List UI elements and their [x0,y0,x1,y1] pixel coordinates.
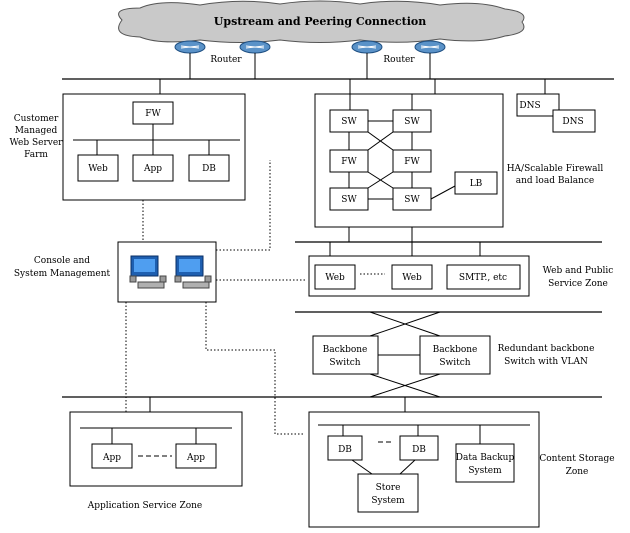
sw-bottom-right-label: SW [404,195,420,205]
backup-box [455,443,515,483]
cloud-label: Upstream and Peering Connection [214,15,426,28]
smtp-label: SMTP., etc [459,273,507,283]
lb-label: LB [470,179,483,189]
web-zone: Web Web SMTP., etc [308,255,530,297]
customer-db-box [188,154,230,182]
storage-db-2-label: DB [412,445,426,455]
backbone-left-label-1: Backbone [323,345,368,355]
customer-farm-label-1: Customer [14,114,59,124]
app-1-label: App [102,453,121,463]
sw-top-right-label: SW [404,117,420,127]
sw-top-left-label: SW [341,117,357,127]
fw-left-label: FW [341,157,357,167]
management-links [125,160,305,435]
router-right-a-icon [351,40,383,54]
storage-zone-label-2: Zone [566,467,589,477]
backup-label-1: Data Backup [456,453,515,463]
web-1-box [314,264,356,290]
customer-fw-label: FW [145,109,161,119]
customer-web-label: Web [88,164,108,174]
router-left-label: Router [210,55,242,65]
backbone-right-label-2: Switch [439,358,470,368]
fw-right-label: FW [404,157,420,167]
customer-app-box [132,154,174,182]
router-left-b-icon [239,40,271,54]
dns-a-label: DNS [519,101,540,111]
web-2-label: Web [402,273,422,283]
console-group [117,241,217,303]
customer-db-label: DB [202,164,216,174]
app-2-label: App [186,453,205,463]
web-1-label: Web [325,273,345,283]
dns-box-b [552,109,596,133]
app-zone: App App [69,411,243,487]
web-zone-label-1: Web and Public [543,266,614,276]
console-label-1: Console and [34,256,90,266]
storage-db-2-box [399,435,439,461]
web-2-box [391,264,433,290]
smtp-box [446,264,521,290]
app-1-box [91,443,133,469]
backup-label-2: System [468,466,502,476]
backbone-zone: Backbone Switch Backbone Switch [312,335,491,375]
dns-b-label: DNS [562,117,583,127]
router-right-b-icon [414,40,446,54]
backbone-right-box [419,335,491,375]
store-label-1: Store [376,483,401,493]
store-box [357,473,419,513]
firewall-zone-label-1: HA/Scalable Firewall [507,164,604,174]
firewall-zone-label-2: and load Balance [516,176,594,186]
customer-farm-frame [62,93,246,201]
app-zone-label: Application Service Zone [87,501,203,511]
router-left-a-icon [174,40,206,54]
storage-db-1-label: DB [338,445,352,455]
firewall-zone: SW SW FW FW SW SW LB [314,93,504,228]
customer-farm-label-3: Web Server [10,138,64,148]
workstation-1-icon [129,255,167,289]
backbone-label-2: Switch with VLAN [504,357,588,367]
storage-db-1-box [327,435,363,461]
sw-bottom-left-label: SW [341,195,357,205]
backbone-right-label-1: Backbone [433,345,478,355]
lb-box [454,171,498,195]
dns-group: DNS DNS [516,93,596,133]
upstream-cloud: Upstream and Peering Connection [118,0,525,43]
web-zone-label-2: Service Zone [548,279,608,289]
customer-web-box [77,154,119,182]
backbone-left-box [312,335,379,375]
storage-zone: DB DB Data Backup System Store System [308,411,540,528]
router-right-label: Router [383,55,415,65]
workstation-2-icon [174,255,212,289]
customer-farm-label-2: Managed [15,126,58,136]
storage-zone-label-1: Content Storage [539,454,614,464]
app-2-box [175,443,217,469]
customer-farm-label-4: Farm [24,150,48,160]
console-label-2: System Management [14,269,111,279]
backbone-left-label-2: Switch [329,358,360,368]
backbone-label-1: Redundant backbone [498,344,595,354]
customer-farm: Customer Managed Web Server Farm FW Web … [10,93,246,201]
customer-app-label: App [143,164,162,174]
store-label-2: System [371,496,405,506]
dns-box-a [516,93,560,117]
